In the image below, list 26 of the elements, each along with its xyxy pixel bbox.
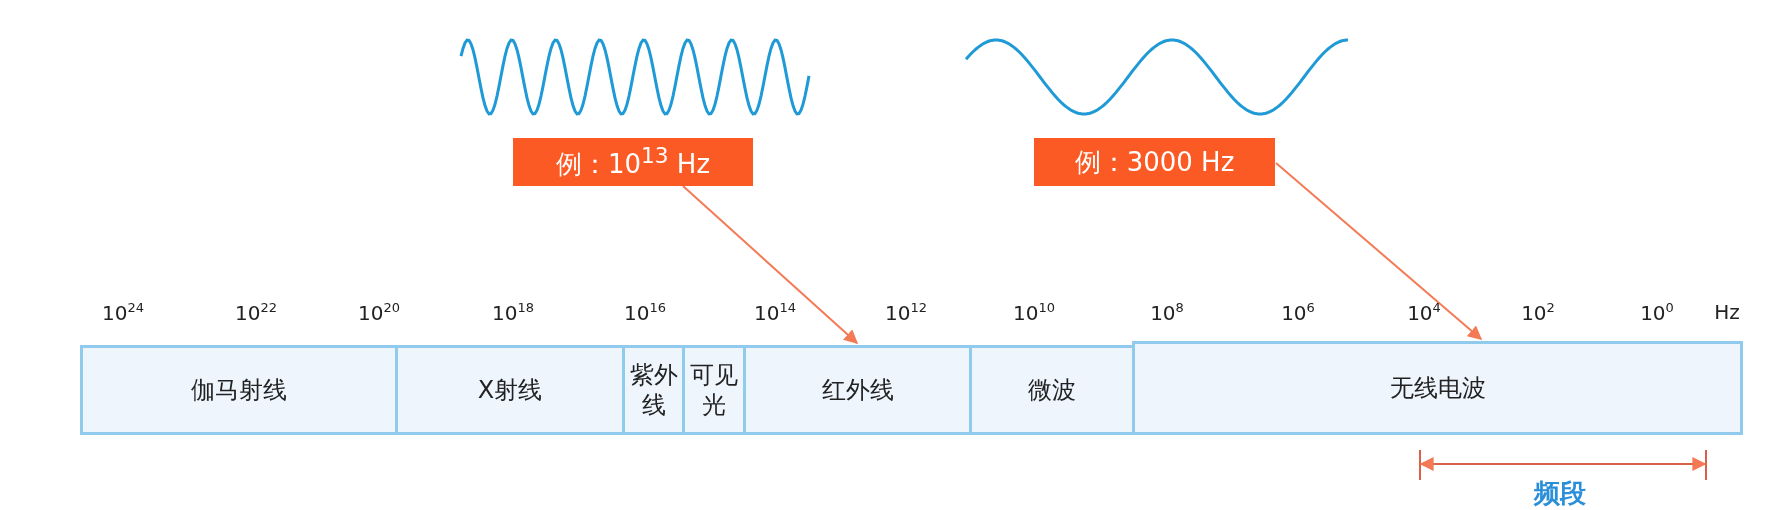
tick-label: 10$^{16}$: [624, 300, 666, 325]
tick-label: 10$^{20}$: [358, 300, 400, 325]
spectrum-band: X射线: [395, 345, 625, 435]
tick-label: 10$^{12}$: [885, 300, 927, 325]
spectrum-band: 可见光: [682, 345, 746, 435]
tick-label: 10$^{10}$: [1013, 300, 1055, 325]
tick-label: 10$^{22}$: [235, 300, 277, 325]
example-tag: 例：3000 Hz: [1034, 138, 1275, 186]
tick-label: 10$^{18}$: [492, 300, 534, 325]
spectrum-band: 无线电波: [1132, 341, 1743, 435]
tick-label: 10$^{8}$: [1150, 300, 1184, 325]
unit-label: Hz: [1714, 300, 1740, 324]
range-label: 频段: [1534, 477, 1586, 510]
tick-label: 10$^{4}$: [1407, 300, 1441, 325]
tick-label: 10$^{24}$: [102, 300, 144, 325]
tick-label: 10$^{14}$: [754, 300, 796, 325]
tick-label: 10$^{2}$: [1521, 300, 1555, 325]
arrow: [682, 185, 859, 344]
example-tag: 例：10$^{13}$ Hz: [513, 138, 753, 186]
spectrum-band: 微波: [969, 345, 1135, 435]
spectrum-band: 伽马射线: [80, 345, 398, 435]
spectrum-band: 紫外线: [622, 345, 685, 435]
tick-label: 10$^{6}$: [1281, 300, 1315, 325]
spectrum-band: 红外线: [743, 345, 972, 435]
tick-label: 10$^{0}$: [1640, 300, 1674, 325]
arrow: [1275, 162, 1483, 340]
